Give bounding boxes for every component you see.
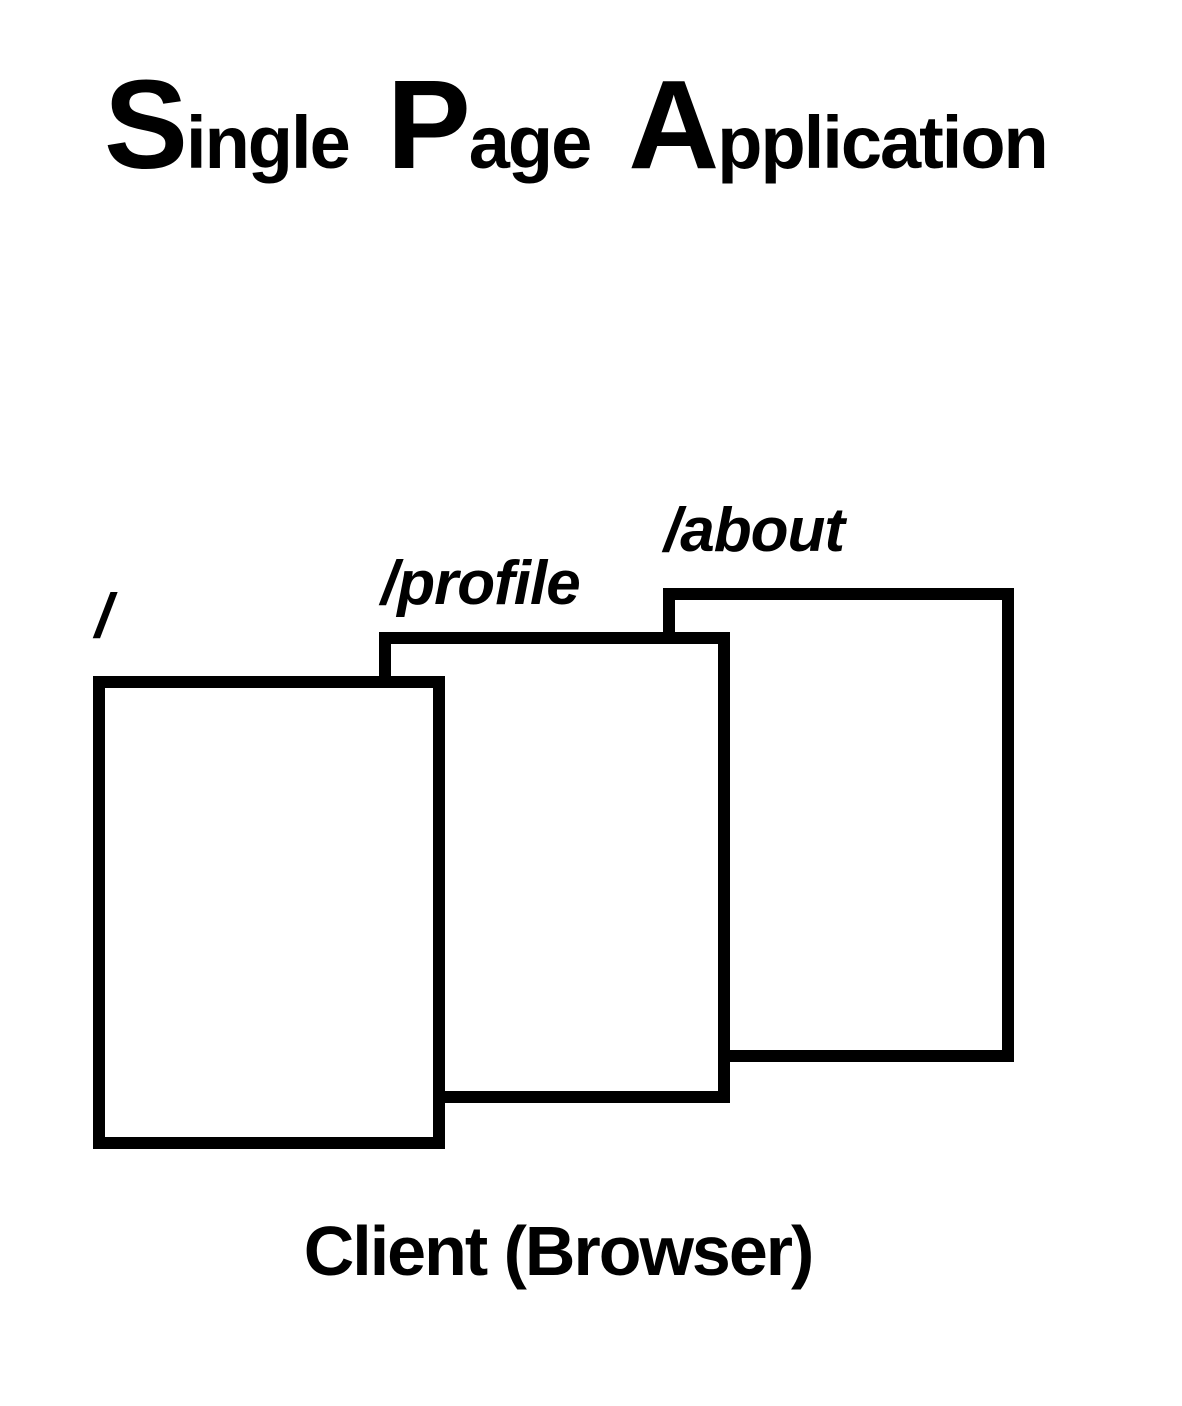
title-initial-s: S [104, 54, 188, 195]
route-label-home: / [95, 582, 112, 651]
title-initial-p: P [386, 54, 471, 195]
title-rest-page: age [468, 101, 593, 184]
diagram-caption: Client (Browser) [303, 1212, 815, 1290]
title-rest-single: ingle [186, 101, 351, 184]
route-label-about: /about [664, 496, 845, 565]
title-initial-a: A [628, 54, 719, 195]
route-label-profile: /profile [381, 549, 581, 618]
page-card-home [93, 676, 445, 1149]
title-rest-application: pplication [717, 101, 1048, 184]
